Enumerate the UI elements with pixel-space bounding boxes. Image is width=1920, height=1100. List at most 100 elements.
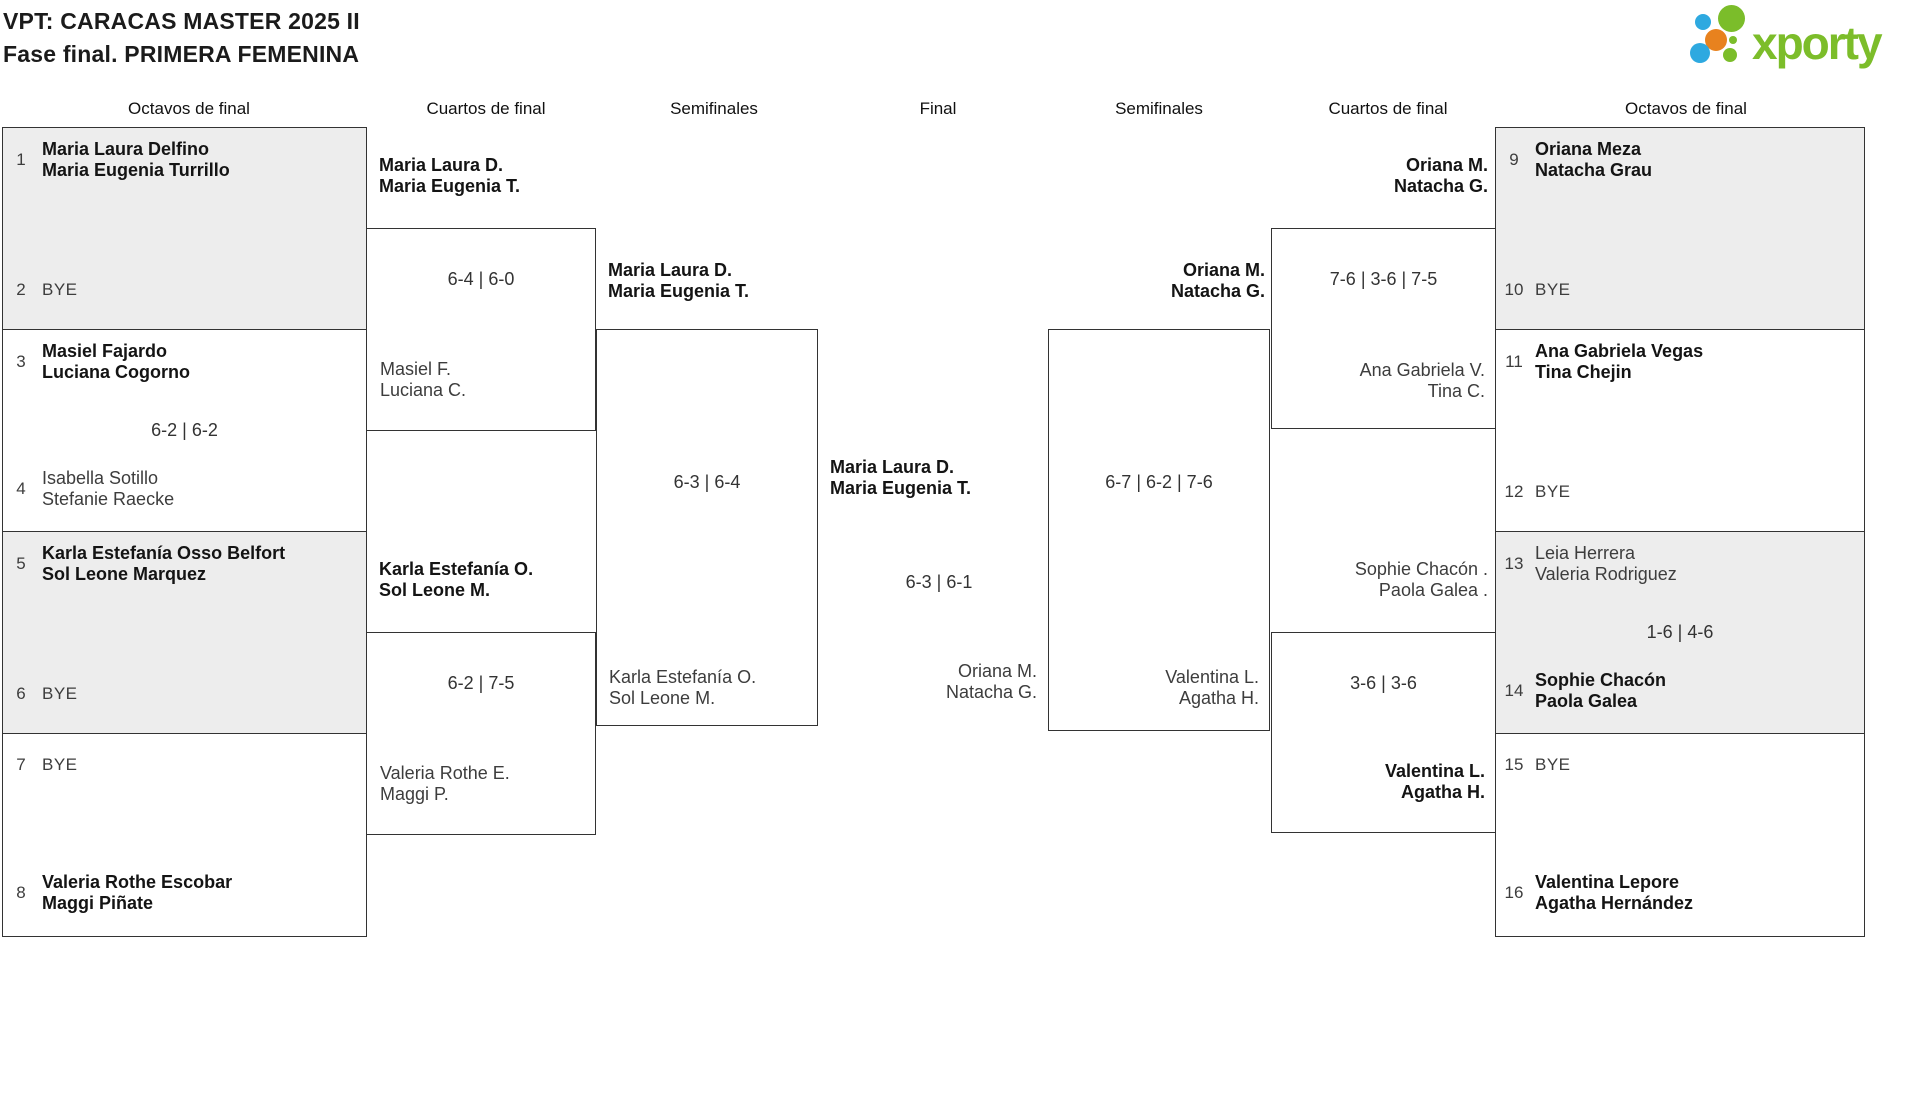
team-name-line: Luciana C.	[380, 380, 467, 400]
team-name-line: Ana Gabriela V.	[1359, 360, 1485, 380]
seed-number: 11	[1505, 352, 1523, 371]
round-header-octavos-right: Octavos de final	[1625, 99, 1747, 118]
seed-number: 8	[16, 883, 26, 902]
team-names: Ana Gabriela Vegas Tina Chejin	[1535, 341, 1703, 383]
seed-number: 15	[1504, 755, 1524, 774]
logo-dot-green-large	[1718, 5, 1745, 32]
xporty-wordmark: xporty	[1752, 17, 1883, 69]
round-header-semis-right: Semifinales	[1115, 99, 1203, 118]
round-header-semis-left: Semifinales	[670, 99, 758, 118]
team-name-line: Valeria Rodriguez	[1535, 564, 1677, 584]
seed-number: 4	[16, 479, 26, 498]
match-score: 6-3 | 6-4	[673, 472, 741, 492]
team-name-line: Masiel F.	[380, 359, 452, 379]
team-name-line: Maria Laura Delfino	[42, 139, 210, 159]
team-name-line: Karla Estefanía O.	[609, 667, 757, 687]
qf-match-left-top: 6-4 | 6-0 Masiel F. Luciana C.	[366, 228, 596, 431]
team-slot-seed-15: 15 BYE	[1502, 755, 1858, 775]
team-names: Masiel Fajardo Luciana Cogorno	[42, 341, 190, 383]
team-slot-seed-7: 7 BYE	[9, 755, 360, 775]
qf-match-right-top: 7-6 | 3-6 | 7-5 Ana Gabriela V. Tina C.	[1271, 228, 1496, 429]
team-name-line: Maria Laura D.	[608, 260, 733, 280]
seed-number: 5	[16, 554, 26, 573]
team-slot-seed-10: 10 BYE	[1502, 280, 1858, 300]
team-name-line: Oriana M.	[957, 661, 1037, 681]
team-name-line: Maggi P.	[380, 784, 449, 804]
seed-number: 10	[1504, 280, 1524, 299]
team-name-line: Karla Estefanía Osso Belfort	[42, 543, 286, 563]
team-name-line: Isabella Sotillo	[42, 468, 159, 488]
qf-right-bottom-lower-team: Valentina L. Agatha H.	[1385, 761, 1485, 803]
seed-number: 2	[16, 280, 26, 299]
team-name-line: Agatha H.	[1178, 688, 1259, 708]
qf-right-top-advancing-team: Oriana M. Natacha G.	[1394, 155, 1488, 197]
team-names: Valeria Rothe Escobar Maggi Piñate	[42, 872, 232, 914]
team-name-line: Valeria Rothe E.	[380, 763, 510, 783]
seed-number: 13	[1504, 554, 1524, 573]
bye-label: BYE	[42, 755, 78, 774]
seed-number: 1	[16, 150, 26, 169]
sf-left-advancing-team: Maria Laura D. Maria Eugenia T.	[608, 260, 749, 302]
seed-number: 14	[1504, 681, 1524, 700]
team-slot-seed-1: 1 Maria Laura Delfino Maria Eugenia Turr…	[9, 139, 360, 181]
bye-label: BYE	[1535, 482, 1571, 501]
bye-label: BYE	[1535, 755, 1571, 774]
team-name-line: Ana Gabriela Vegas	[1535, 341, 1704, 361]
seed-number: 12	[1504, 482, 1524, 501]
r16-column-right: 9 Oriana Meza Natacha Grau 10 BYE 11 Ana…	[1495, 127, 1865, 937]
team-name-line: Maria Eugenia T.	[830, 478, 972, 498]
qf-left-top-lower-team: Masiel F. Luciana C.	[380, 359, 466, 401]
team-name-line: Tina Chejin	[1535, 362, 1632, 382]
team-names: Isabella Sotillo Stefanie Raecke	[42, 468, 174, 510]
team-names: Maria Laura Delfino Maria Eugenia Turril…	[42, 139, 230, 181]
team-names: Sophie Chacón Paola Galea	[1535, 670, 1666, 712]
team-name-line: Maria Laura D.	[830, 457, 955, 477]
bye-label: BYE	[42, 280, 78, 299]
team-name-line: Maria Eugenia Turrillo	[42, 160, 230, 180]
team-name-line: Maria Laura D.	[379, 155, 504, 175]
sf-right-advancing-team: Oriana M. Natacha G.	[1171, 260, 1265, 302]
team-name-line: Oriana M.	[1182, 260, 1265, 280]
match-score: 6-2 | 7-5	[447, 673, 515, 693]
seed-number: 7	[16, 755, 26, 774]
team-slot-seed-2: 2 BYE	[9, 280, 360, 300]
logo-dot-blue-small	[1695, 14, 1711, 30]
round-header-final: Final	[919, 99, 957, 118]
logo-dot-orange	[1705, 29, 1727, 51]
team-name-line: Luciana Cogorno	[42, 362, 190, 382]
seed-number: 6	[16, 684, 26, 703]
r16-match-1-2: 1 Maria Laura Delfino Maria Eugenia Turr…	[3, 128, 366, 330]
round-header-octavos-left: Octavos de final	[128, 99, 250, 118]
seed-number: 3	[16, 352, 26, 371]
seed-number: 9	[1509, 150, 1519, 169]
team-slot-seed-13: 13 Leia Herrera Valeria Rodriguez	[1502, 543, 1858, 585]
qf-left-top-advancing-team: Maria Laura D. Maria Eugenia T.	[379, 155, 520, 197]
sf-left-lower-team: Karla Estefanía O. Sol Leone M.	[609, 667, 756, 709]
team-name-line: Karla Estefanía O.	[379, 559, 534, 579]
qf-right-bottom-advancing-team: Sophie Chacón . Paola Galea .	[1355, 559, 1488, 601]
team-name-line: Natacha G.	[1393, 176, 1488, 196]
final-winner-team: Maria Laura D. Maria Eugenia T.	[830, 457, 971, 499]
phase-category: Fase final. PRIMERA FEMENINA	[3, 41, 360, 67]
page-title: VPT: CARACAS MASTER 2025 II Fase final. …	[3, 5, 360, 71]
team-slot-seed-14: 14 Sophie Chacón Paola Galea	[1502, 670, 1858, 712]
match-score: 7-6 | 3-6 | 7-5	[1329, 269, 1438, 289]
qf-left-bottom-lower-team: Valeria Rothe E. Maggi P.	[380, 763, 510, 805]
team-name-line: Oriana M.	[1405, 155, 1488, 175]
logo-dot-green-small	[1723, 48, 1737, 62]
sf-match-right: 6-7 | 6-2 | 7-6 Valentina L. Agatha H.	[1048, 329, 1270, 731]
team-name-line: Oriana Meza	[1535, 139, 1642, 159]
team-slot-seed-8: 8 Valeria Rothe Escobar Maggi Piñate	[9, 872, 360, 914]
match-score: 6-7 | 6-2 | 7-6	[1105, 472, 1213, 492]
final-runner-up-team: Oriana M. Natacha G.	[946, 661, 1037, 703]
team-name-line: Sol Leone M.	[379, 580, 491, 600]
team-slot-seed-9: 9 Oriana Meza Natacha Grau	[1502, 139, 1858, 181]
team-names: Karla Estefanía Osso Belfort Sol Leone M…	[42, 543, 285, 585]
team-name-line: Natacha G.	[945, 682, 1037, 702]
logo-dot-blue-large	[1690, 43, 1710, 63]
xporty-logo[interactable]: xporty	[1690, 5, 1918, 70]
xporty-logo-mark-icon	[1690, 5, 1748, 70]
team-name-line: Maggi Piñate	[42, 893, 154, 913]
team-name-line: Paola Galea .	[1378, 580, 1488, 600]
